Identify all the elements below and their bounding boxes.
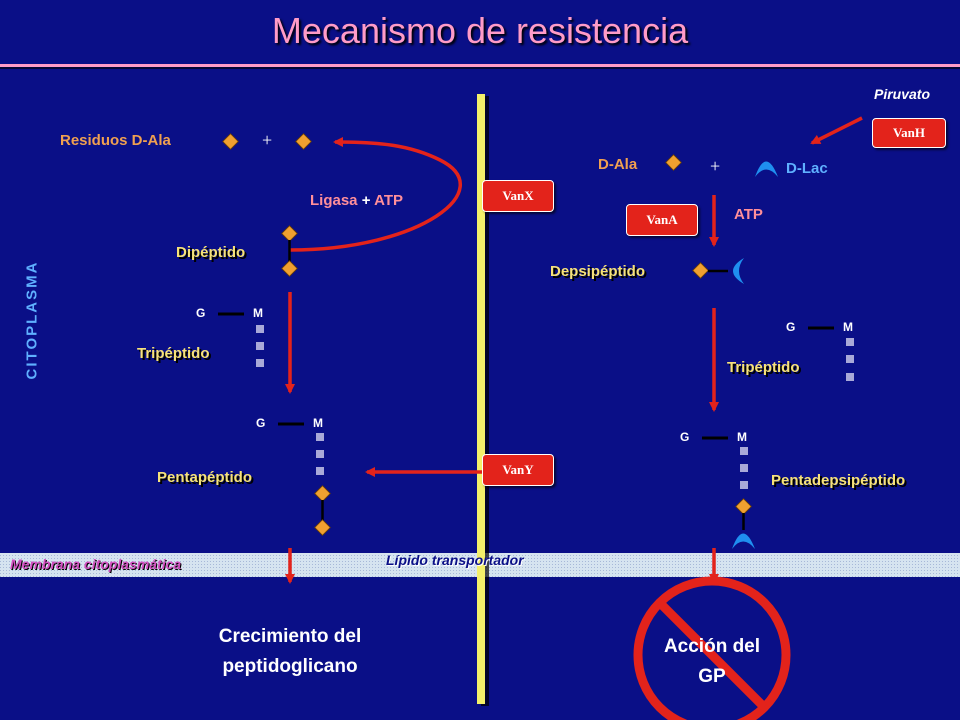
growth-outcome: Crecimiento del peptidoglicano — [170, 622, 410, 682]
right-penta-m: M — [737, 430, 747, 444]
dala-diamond — [665, 154, 682, 171]
right-tri-g: G — [786, 320, 796, 334]
vanh-enzyme: VanH — [872, 118, 946, 148]
ligase-atp: ATP — [374, 192, 403, 209]
right-tri-m: M — [843, 320, 853, 334]
dala-residues-label: Residuos D-Ala — [60, 132, 171, 149]
right-penta-crescent — [732, 533, 755, 549]
right-penta-square-3 — [740, 481, 748, 489]
right-penta-diamond — [735, 498, 752, 515]
vana-enzyme: VanA — [626, 204, 698, 236]
right-penta-square-1 — [740, 447, 748, 455]
lipid-transporter-label: Lípido transportador — [386, 552, 524, 568]
left-penta-diamond-2 — [314, 519, 331, 536]
ligase-atp-label: Ligasa + ATP — [310, 192, 403, 209]
depsipeptide-label: Depsipéptido — [550, 263, 646, 280]
left-tri-square-1 — [256, 325, 264, 333]
piruvato-label: Piruvato — [874, 86, 931, 102]
dipeptide-label: Dipéptido — [176, 244, 246, 261]
right-tripeptide-label: Tripéptido — [727, 359, 800, 376]
header-rule-shadow — [0, 67, 960, 69]
left-tri-m: M — [253, 306, 263, 320]
ligase-label: Ligasa — [310, 192, 358, 209]
dipeptide-diamond-1 — [281, 225, 298, 242]
gp-action-outcome: Acción del GP — [612, 632, 812, 692]
dipeptide-diamond-2 — [281, 260, 298, 277]
ligase-arrow — [289, 137, 462, 252]
membrane-bar — [477, 94, 485, 704]
left-tripeptide-label: Tripéptido — [137, 345, 210, 362]
left-tri-square-2 — [256, 342, 264, 350]
prohibition-circle — [633, 576, 791, 720]
vanx-enzyme: VanX — [482, 180, 554, 212]
left-penta-g: G — [256, 416, 266, 430]
dala-residue-diamond-1 — [222, 133, 239, 150]
membrane-label: Membrana citoplasmática — [10, 556, 182, 572]
dala-plus: + — [710, 156, 721, 176]
gp-action-line-1: Acción del — [663, 636, 761, 657]
pentadepsipeptide-label: Pentadepsipéptido — [771, 472, 906, 489]
right-tri-square-2 — [846, 355, 854, 363]
left-tri-square-3 — [256, 359, 264, 367]
pentapeptide-label: Pentapéptido — [157, 469, 253, 486]
gp-action-line-2: GP — [698, 666, 726, 687]
left-tri-g: G — [196, 306, 206, 320]
left-penta-square-3 — [316, 467, 324, 475]
ligase-plus: + — [361, 192, 371, 209]
residues-plus: + — [262, 130, 273, 150]
right-tri-square-3 — [846, 373, 854, 381]
depsi-diamond — [692, 262, 709, 279]
right-atp-label: ATP — [734, 206, 763, 223]
cytoplasm-label: CITOPLASMA — [23, 260, 41, 380]
depsi-crescent — [733, 258, 744, 284]
right-penta-g: G — [680, 430, 690, 444]
left-penta-square-2 — [316, 450, 324, 458]
left-penta-diamond-1 — [314, 485, 331, 502]
left-penta-m: M — [313, 416, 323, 430]
header-rule — [0, 64, 960, 67]
page-title: Mecanismo de resistencia — [271, 10, 689, 51]
right-tri-square-1 — [846, 338, 854, 346]
piruvato-arrow — [810, 116, 863, 145]
growth-line-2: peptidoglicano — [222, 656, 358, 677]
left-penta-square-1 — [316, 433, 324, 441]
right-penta-square-2 — [740, 464, 748, 472]
prohibition-slash — [656, 599, 768, 711]
dala-residue-diamond-2 — [295, 133, 312, 150]
vany-enzyme: VanY — [482, 454, 554, 486]
growth-line-1: Crecimiento del — [218, 626, 362, 647]
dlac-crescent — [755, 161, 778, 177]
dala-label: D-Ala — [598, 156, 638, 173]
dlac-label: D-Lac — [786, 160, 828, 177]
